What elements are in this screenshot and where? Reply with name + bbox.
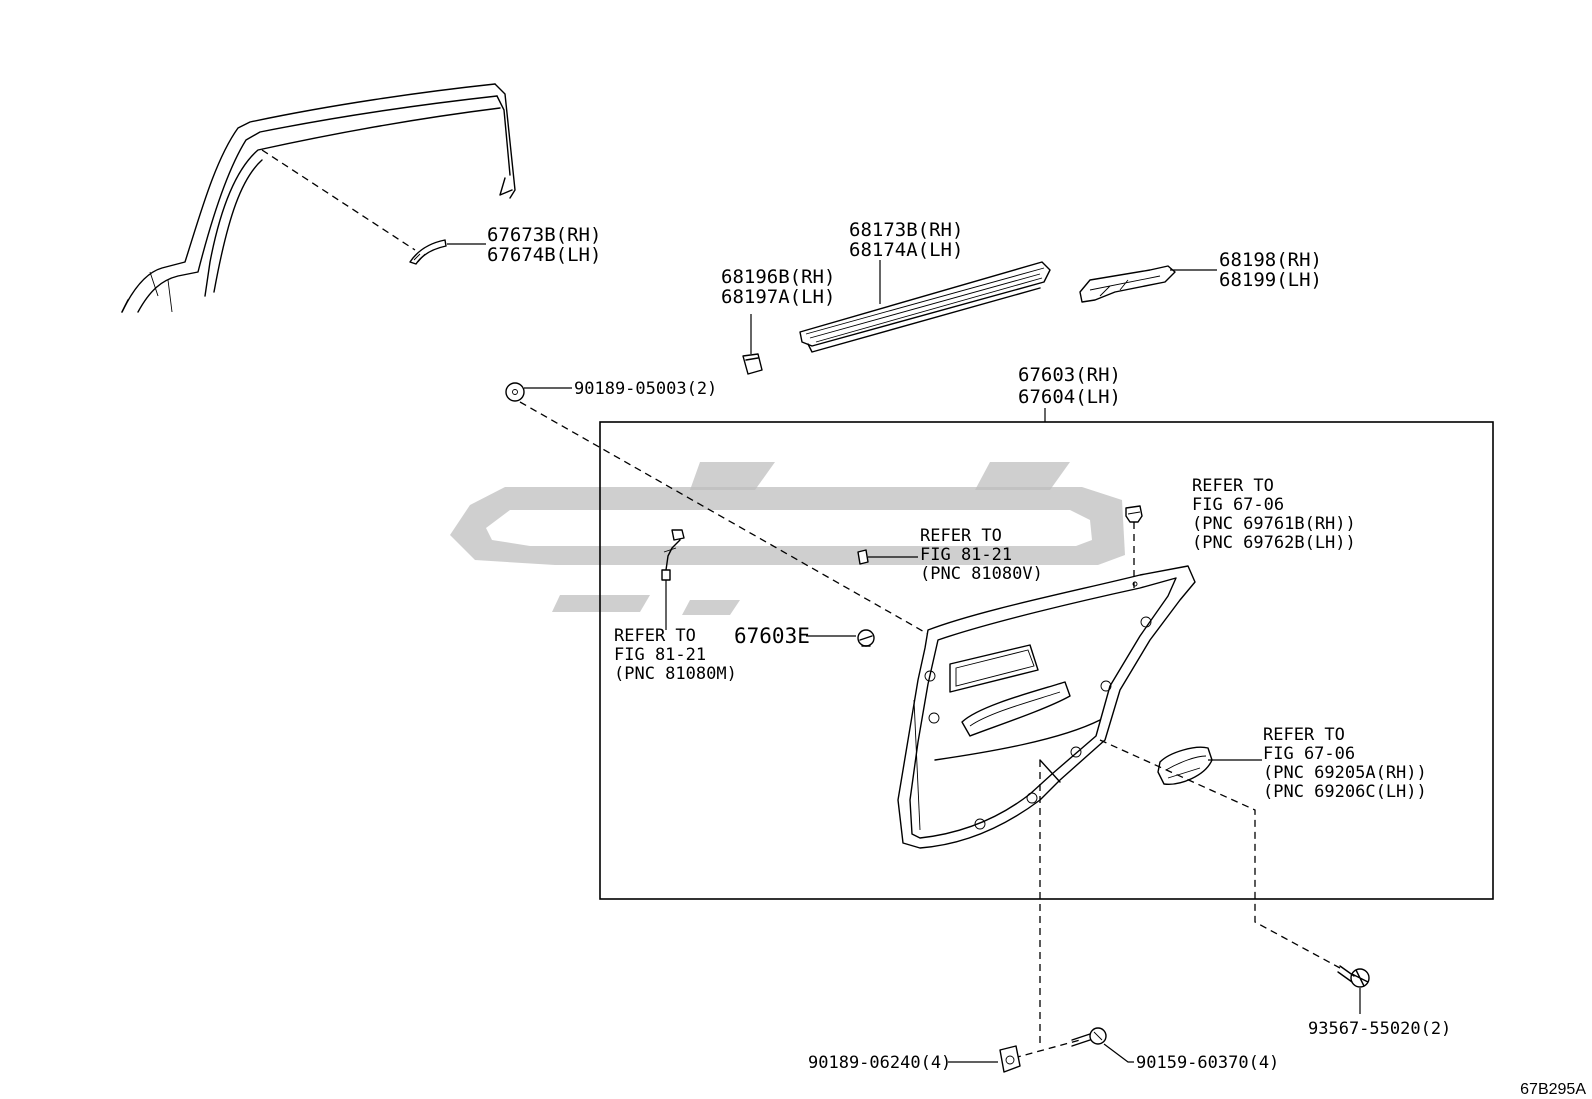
label-screw-93567: 93567-55020(2)	[1308, 1019, 1451, 1039]
screw-90159-icon	[1071, 1027, 1107, 1047]
label-trim-board-lh: 67604(LH)	[1018, 386, 1121, 408]
clip-67603e-icon	[857, 629, 875, 647]
label-clip-lh: 68197A(LH)	[721, 286, 835, 308]
label-nut-90189-06240: 90189-06240(4)	[808, 1053, 951, 1073]
label-retainer-lh: 68199(LH)	[1219, 269, 1322, 291]
label-harness-ref-2: FIG 81-21	[614, 645, 706, 665]
label-harness-ref-1: REFER TO	[614, 626, 696, 646]
label-handle-ref-2: FIG 67-06	[1263, 744, 1355, 764]
leader-garnish	[261, 149, 416, 251]
bezel-clip-icon	[1125, 505, 1143, 523]
label-bezel-ref-2: FIG 67-06	[1192, 495, 1284, 515]
leader-screw-90159-dash	[1013, 1039, 1081, 1059]
label-harness-ref-3: (PNC 81080M)	[614, 664, 737, 684]
weatherstrip-part-icon	[799, 261, 1051, 353]
label-washer: 90189-05003(2)	[574, 379, 717, 399]
label-bezel-ref-4: (PNC 69762B(LH))	[1192, 533, 1356, 553]
leader-screw-90159	[1103, 1043, 1134, 1063]
leader-screw-93567-dash	[1099, 739, 1341, 969]
nut-90189-06240-icon	[999, 1045, 1021, 1073]
label-handle-ref-1: REFER TO	[1263, 725, 1345, 745]
figure-id: 67B295A	[1520, 1081, 1586, 1098]
label-weatherstrip-rh: 68173B(RH)	[849, 219, 963, 241]
label-lamp-ref-3: (PNC 81080V)	[920, 564, 1043, 584]
label-screw-90159: 90159-60370(4)	[1136, 1053, 1279, 1073]
door-frame-outline	[121, 83, 516, 313]
watermark-logo	[450, 462, 1125, 615]
garnish-part-icon	[409, 239, 447, 265]
label-garnish-rh: 67673B(RH)	[487, 224, 601, 246]
inside-handle-icon	[1157, 746, 1213, 785]
label-garnish-lh: 67674B(LH)	[487, 244, 601, 266]
label-bezel-ref-3: (PNC 69761B(RH))	[1192, 514, 1356, 534]
wire-harness-icon	[661, 529, 685, 581]
label-handle-ref-4: (PNC 69206C(LH))	[1263, 782, 1427, 802]
label-lamp-ref-2: FIG 81-21	[920, 545, 1012, 565]
label-bezel-ref-1: REFER TO	[1192, 476, 1274, 496]
label-clip-67603e: 67603E	[734, 624, 810, 648]
label-clip-rh: 68196B(RH)	[721, 266, 835, 288]
trim-board-frame	[599, 421, 1494, 900]
washer-part-icon	[505, 382, 525, 402]
courtesy-lamp-icon	[857, 549, 869, 565]
leader-washer-dash	[519, 401, 943, 643]
label-retainer-rh: 68198(RH)	[1219, 249, 1322, 271]
label-handle-ref-3: (PNC 69205A(RH))	[1263, 763, 1427, 783]
screw-93567-icon	[1337, 965, 1370, 988]
label-weatherstrip-lh: 68174A(LH)	[849, 239, 963, 261]
retainer-part-icon	[1079, 265, 1176, 303]
clip-part-icon	[742, 353, 763, 375]
label-lamp-ref-1: REFER TO	[920, 526, 1002, 546]
door-trim-board-icon	[897, 565, 1196, 849]
label-trim-board-rh: 67603(RH)	[1018, 364, 1121, 386]
